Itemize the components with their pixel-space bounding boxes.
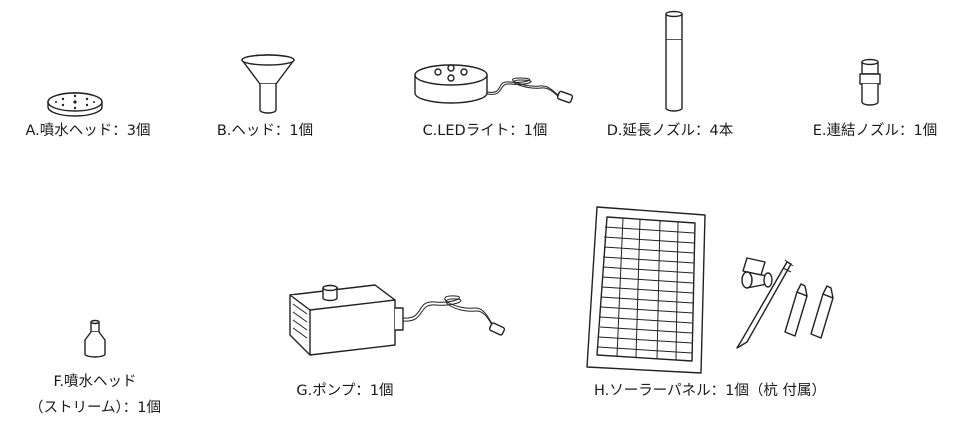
fountain-head-illustration <box>47 92 103 117</box>
part-a-label: A.噴水ヘッド：3個 <box>25 123 151 139</box>
stake-illustration <box>736 257 834 349</box>
part-c-label: C.LEDライト：1個 <box>422 123 548 139</box>
extension-nozzle-illustration <box>665 10 683 112</box>
part-h-label: H.ソーラーパネル：1個（杭 付属） <box>594 383 826 399</box>
pump-illustration <box>289 284 506 356</box>
part-e-label: E.連結ノズル：1個 <box>812 123 938 139</box>
head-illustration <box>241 54 295 114</box>
connecting-nozzle-illustration <box>859 58 881 106</box>
stream-head-illustration <box>84 319 106 358</box>
part-f-label-line2: （ストリーム）：1個 <box>28 400 162 416</box>
part-d-label: D.延長ノズル：4本 <box>606 123 734 139</box>
part-g-label: G.ポンプ：1個 <box>296 383 394 399</box>
solar-panel-illustration <box>586 206 706 374</box>
led-light-illustration <box>414 64 574 104</box>
part-f-label-line1: F.噴水ヘッド <box>53 374 137 390</box>
part-b-label: B.ヘッド：1個 <box>216 123 314 139</box>
